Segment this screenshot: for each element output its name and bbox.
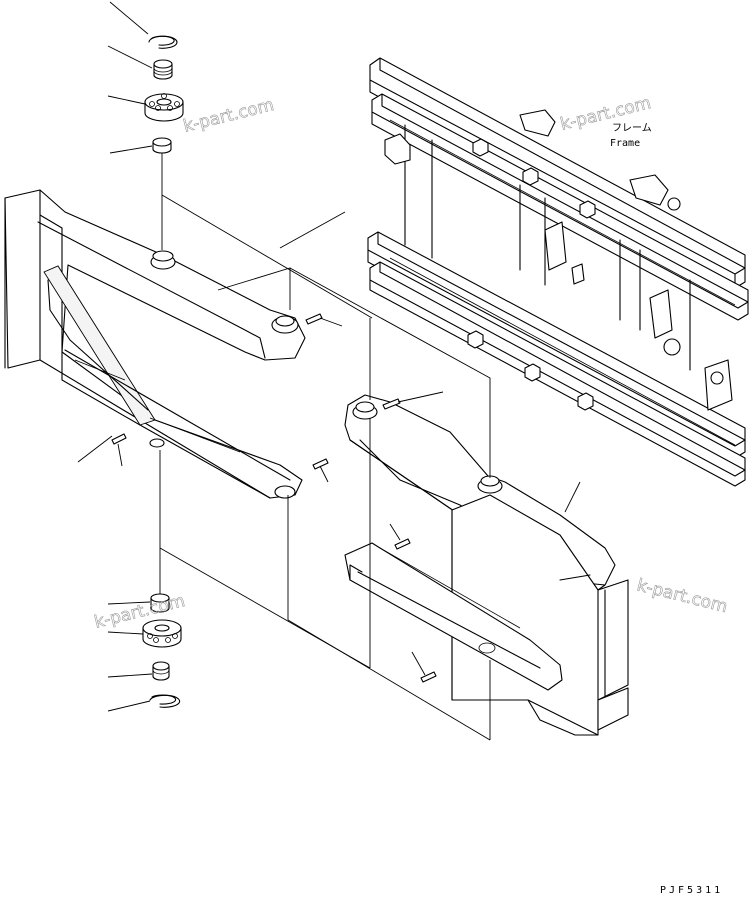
right-fork-arm: [344, 394, 629, 736]
pin-icon: [150, 593, 170, 613]
bearing-icon: [142, 619, 182, 648]
drawing-code: PJF5311: [660, 885, 723, 896]
snap-ring-icon: [148, 35, 178, 49]
bushing-icon: [152, 661, 170, 681]
frame-label-en: Frame: [610, 138, 640, 149]
bushing-icon: [153, 59, 173, 80]
watermark: k-part.com: [181, 95, 276, 137]
snap-ring-icon: [149, 694, 181, 708]
dowel-pins: [77, 313, 581, 683]
assembly-lines: [159, 148, 491, 741]
watermarks: k-part.com k-part.com k-part.com k-part.…: [92, 93, 730, 633]
frame-label-jp: フレーム: [612, 122, 652, 134]
pin-icon: [152, 137, 172, 154]
left-fork-arm: [4, 189, 306, 499]
lower-parts-stack: [107, 593, 182, 712]
watermark: k-part.com: [635, 575, 730, 617]
upper-parts-stack: [107, 1, 184, 154]
frame-assembly: [367, 57, 749, 487]
bearing-icon: [144, 93, 184, 122]
